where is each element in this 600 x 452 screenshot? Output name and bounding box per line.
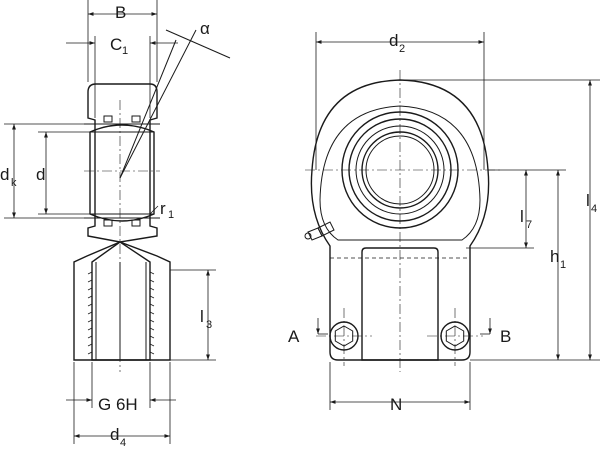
label-l4-sub: 4 bbox=[591, 203, 597, 215]
label-r1: r bbox=[160, 199, 166, 218]
shank-block bbox=[361, 247, 439, 361]
threaded-bore bbox=[91, 241, 151, 361]
section-view bbox=[4, 0, 231, 444]
label-dk-sub: k bbox=[11, 177, 17, 189]
label-d: d bbox=[36, 165, 45, 184]
label-section-B: B bbox=[500, 327, 511, 346]
label-d2: d bbox=[389, 31, 398, 50]
label-section-A: A bbox=[288, 327, 300, 346]
label-d2-sub: 2 bbox=[399, 43, 405, 55]
label-h1: h bbox=[550, 247, 559, 266]
label-d4-sub: 4 bbox=[120, 437, 126, 449]
label-dk: d bbox=[0, 165, 9, 184]
grease-nipple-icon bbox=[304, 221, 335, 241]
label-l3-sub: 3 bbox=[206, 319, 212, 331]
label-l7: l bbox=[520, 207, 524, 226]
label-G6H: G 6H bbox=[98, 395, 138, 414]
dimension-labels: B C 1 α d k d r 1 l 3 G 6H d 4 d 2 l 4 l… bbox=[0, 3, 597, 449]
head-housing bbox=[87, 83, 158, 243]
label-h1-sub: 1 bbox=[560, 259, 566, 271]
label-N: N bbox=[390, 395, 402, 414]
label-r1-sub: 1 bbox=[168, 209, 174, 221]
label-C1-sub: 1 bbox=[122, 45, 128, 57]
label-B-width: B bbox=[115, 3, 126, 22]
front-view bbox=[304, 32, 600, 410]
label-l3: l bbox=[200, 307, 204, 326]
label-alpha: α bbox=[200, 19, 210, 38]
thread-marks bbox=[87, 271, 155, 355]
label-l4: l bbox=[586, 191, 590, 210]
shank bbox=[73, 241, 171, 361]
label-C1: C bbox=[110, 35, 122, 54]
label-d4: d bbox=[110, 425, 119, 444]
label-l7-sub: 7 bbox=[526, 219, 532, 231]
